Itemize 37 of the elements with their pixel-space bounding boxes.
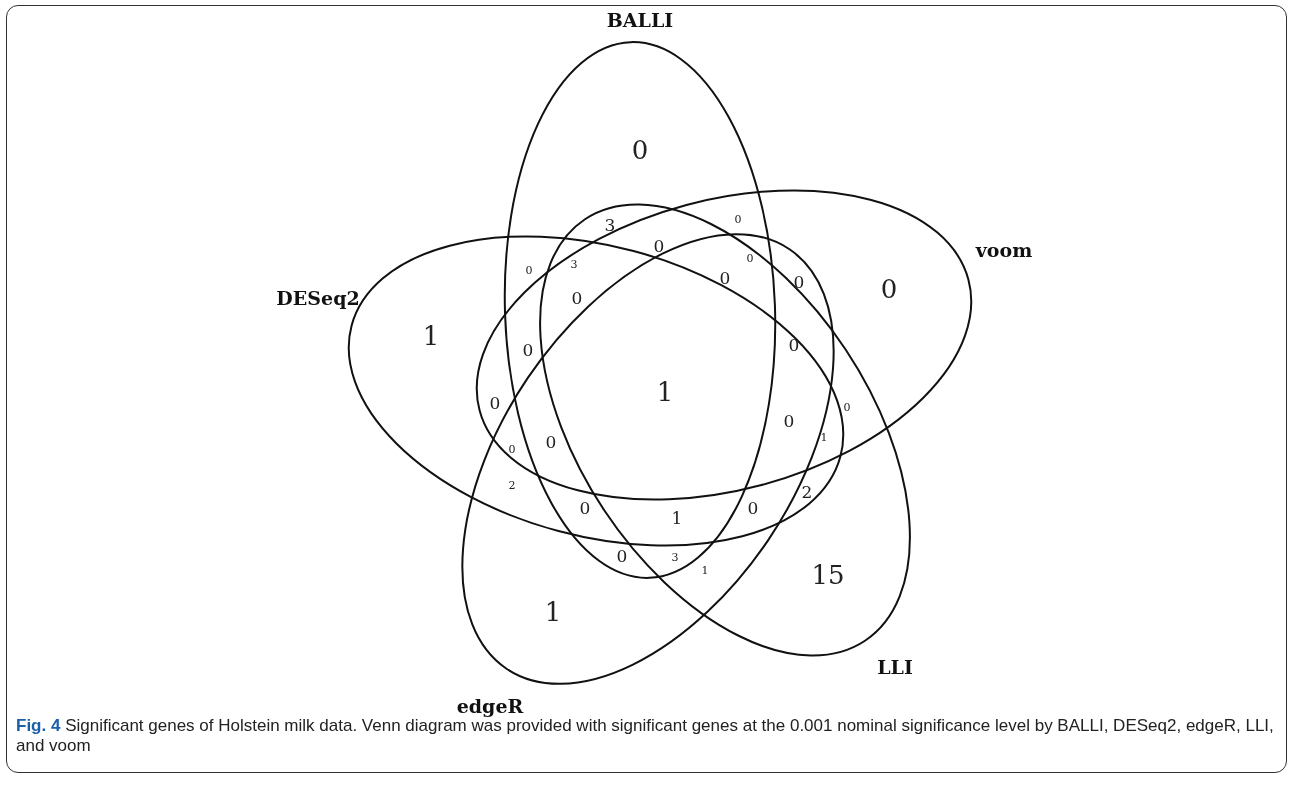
- region-count: 0: [631, 137, 649, 163]
- set-label: voom: [975, 240, 1033, 260]
- set-label: BALLI: [606, 10, 674, 30]
- region-count: 0: [788, 336, 800, 354]
- region-count: 3: [604, 216, 616, 234]
- region-count: 1: [701, 564, 709, 576]
- region-count: 2: [508, 479, 516, 491]
- region-count: 0: [747, 499, 759, 517]
- region-count: 1: [544, 599, 562, 625]
- region-count: 0: [571, 289, 583, 307]
- region-count: 3: [570, 258, 578, 270]
- region-count: 0: [579, 499, 591, 517]
- region-count: 3: [671, 551, 679, 563]
- figure-caption: Fig. 4 Significant genes of Holstein milk data. Venn diagram was provided with significant genes at the 0.001 nominal significance level by BALLI, DESeq2, edgeR, LLI, and voom: [16, 716, 1275, 756]
- region-count: 0: [783, 412, 795, 430]
- region-count: 0: [522, 341, 534, 359]
- region-count: 0: [545, 433, 557, 451]
- region-count: 0: [880, 276, 898, 302]
- region-count: 15: [811, 562, 845, 588]
- region-count: 1: [422, 323, 440, 349]
- region-count: 1: [820, 431, 828, 443]
- region-count: 2: [801, 483, 813, 501]
- region-count: 0: [525, 264, 533, 276]
- region-count: 1: [656, 379, 674, 405]
- set-label: LLI: [877, 657, 913, 677]
- region-count: 0: [653, 237, 665, 255]
- region-count: 0: [843, 401, 851, 413]
- set-label: DESeq2: [276, 288, 360, 308]
- set-label: edgeR: [456, 696, 524, 716]
- region-count: 0: [508, 443, 516, 455]
- region-count: 0: [734, 213, 742, 225]
- region-count: 0: [793, 273, 805, 291]
- region-count: 0: [746, 252, 754, 264]
- region-count: 1: [671, 509, 683, 527]
- region-count: 0: [489, 394, 501, 412]
- region-count: 0: [616, 547, 628, 565]
- region-count: 0: [719, 269, 731, 287]
